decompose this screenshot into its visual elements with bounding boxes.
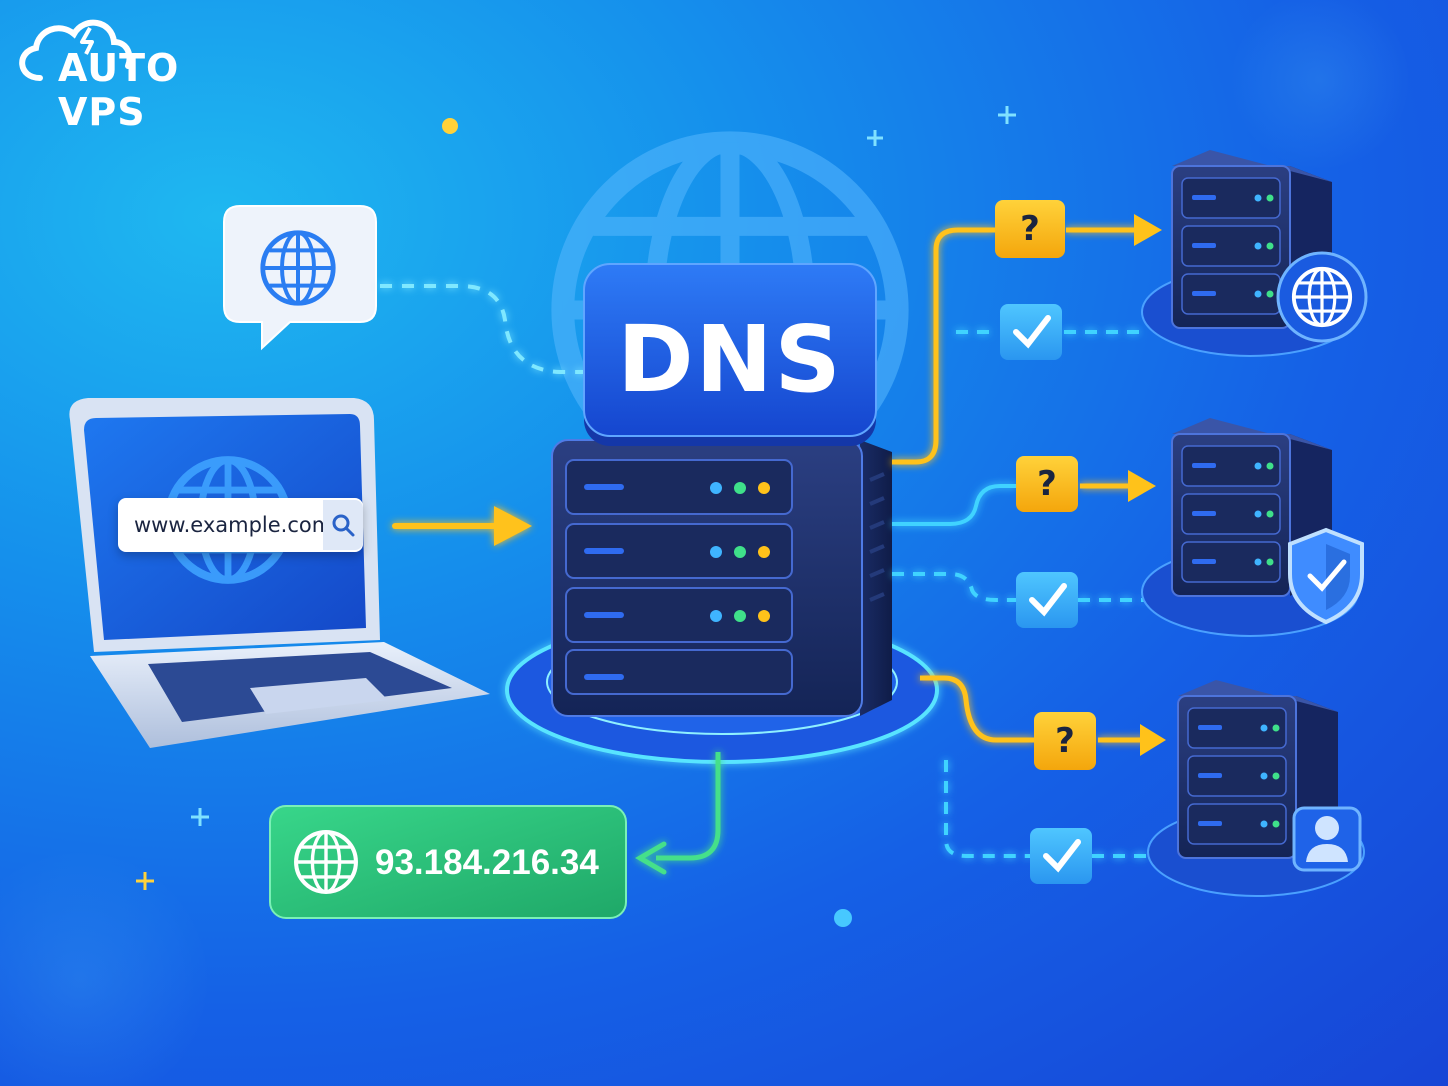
server-1: [1141, 150, 1359, 357]
dns-label-box: [583, 263, 877, 446]
url-search-bar[interactable]: [118, 498, 363, 552]
server-3: [1147, 680, 1365, 897]
question-mark-3: ?: [1055, 721, 1075, 761]
dns-title: DNS: [617, 305, 843, 413]
question-box-3: [1034, 712, 1096, 770]
shield-check-icon: [1288, 527, 1364, 625]
globe-icon: [263, 233, 333, 303]
dns-server-unit: [565, 459, 793, 515]
question-box-1: [995, 200, 1065, 258]
dns-server: [551, 439, 892, 717]
answer-line: [635, 752, 721, 875]
brand: AUTO VPS: [14, 14, 264, 134]
dns-server-unit: [565, 523, 793, 579]
user-icon: [1292, 806, 1362, 872]
server-badges: [1276, 251, 1368, 872]
brand-logo: [19, 19, 133, 81]
globe-icon: [1276, 251, 1368, 343]
query-arrow-to-dns: [392, 506, 532, 546]
brand-name: AUTO VPS: [58, 46, 180, 134]
question-mark-2: ?: [1037, 464, 1057, 504]
server-arrowheads: [1128, 214, 1166, 756]
speech-bubble: [223, 205, 377, 351]
check-icon: [1013, 315, 1051, 349]
resolved-ip: 93.184.216.34: [375, 843, 599, 882]
dns-server-unit: [565, 649, 793, 695]
laptop: [69, 398, 490, 748]
authoritative-servers: [1141, 150, 1365, 897]
search-icon[interactable]: [323, 500, 363, 550]
check-boxes: [1000, 304, 1092, 884]
dns-server-unit: [565, 587, 793, 643]
result-box: [269, 805, 627, 919]
request-dashed-line: [380, 284, 585, 374]
background-decorations: [0, 0, 1410, 1086]
url-text: www.example.com: [134, 513, 333, 537]
cloud-lightning-icon: [19, 19, 133, 81]
check-icon: [1029, 583, 1067, 617]
question-mark-1: ?: [1020, 209, 1040, 249]
server-connections: [892, 227, 1148, 858]
check-icon: [1043, 839, 1081, 873]
question-box-2: [1016, 456, 1078, 512]
query-boxes: [995, 200, 1096, 770]
globe-icon: [296, 832, 356, 892]
